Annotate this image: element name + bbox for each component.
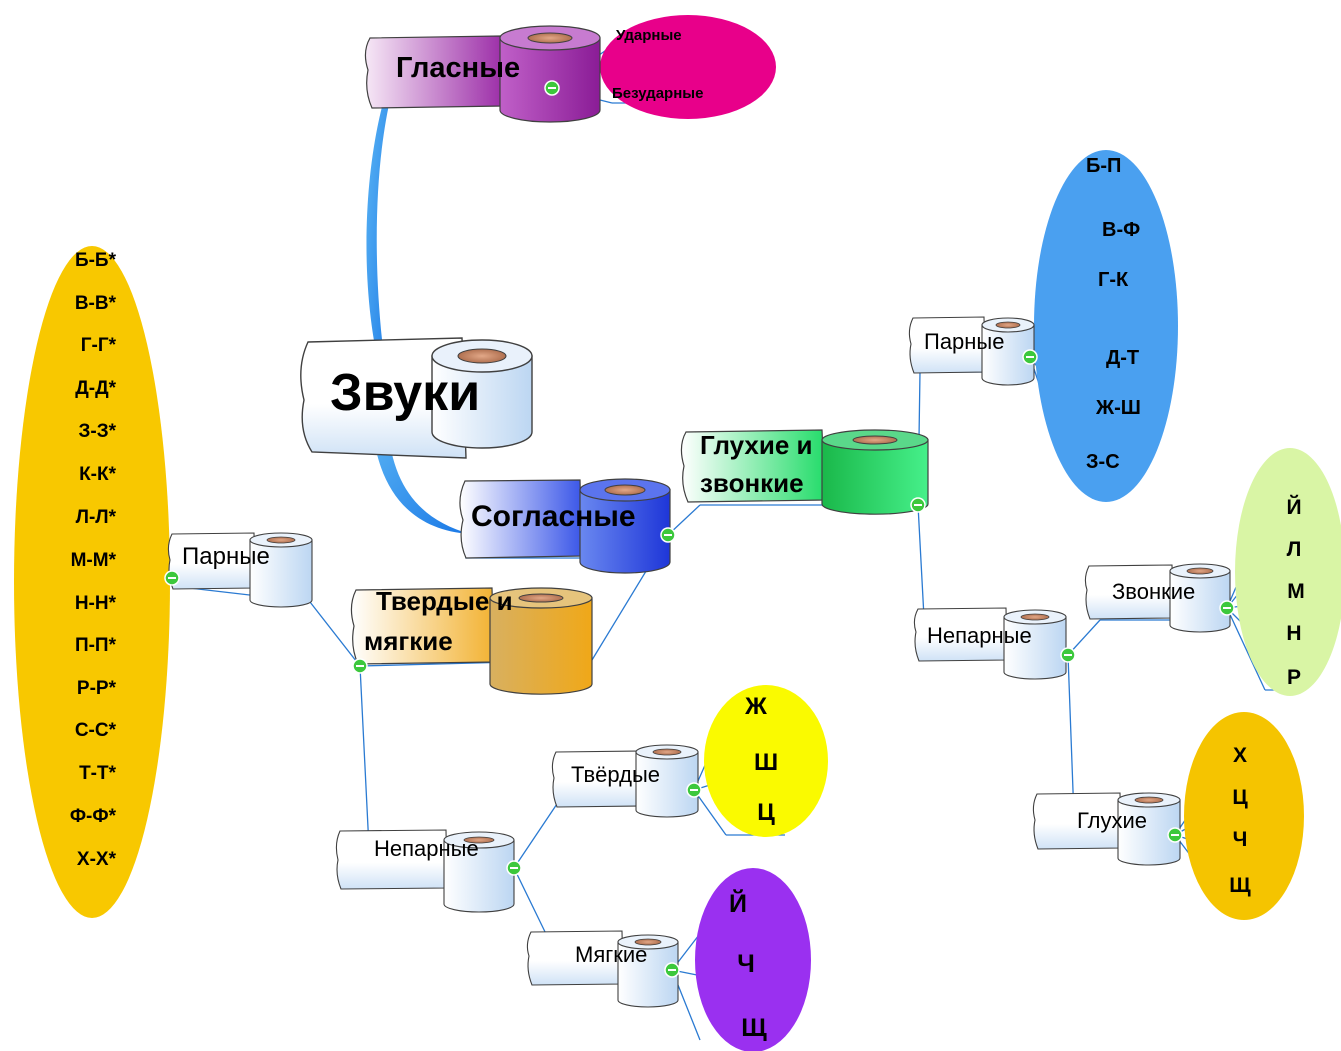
sonorous-collapse-toggle[interactable] [1219, 600, 1235, 616]
hpaired-leaf-11: С-С* [75, 720, 117, 741]
hpaired-collapse-toggle[interactable] [164, 570, 180, 586]
hpaired-leaf-4: З-З* [78, 421, 116, 442]
hpaired-leaf-0: Б-Б* [75, 250, 117, 271]
soft-leaf-2: Щ [741, 1014, 767, 1042]
vpaired-node: Парные [908, 316, 1035, 386]
hardsoft-node: Твердые и мягкие [350, 586, 593, 695]
hpaired-leaf-12: Т-Т* [79, 763, 117, 784]
hard-leaf-0: Ж [744, 693, 767, 720]
deaf-leaf-0: Х [1233, 744, 1247, 767]
vpaired-ellipse [1034, 150, 1178, 502]
hunpaired-collapse-toggle[interactable] [506, 860, 522, 876]
hpaired-leaf-6: Л-Л* [76, 507, 117, 528]
hpaired-leaf-14: Х-Х* [77, 849, 117, 870]
sonorous-leaf-2: М [1287, 580, 1305, 603]
voiced-label-2: звонкие [700, 468, 804, 498]
deaf-ellipse [1184, 712, 1304, 920]
soft-leaf-0: Й [729, 888, 747, 918]
vpaired-leaf-2: Г-К [1098, 269, 1129, 291]
vowels-leaf-1: Безударные [612, 85, 703, 102]
vunpaired-collapse-toggle[interactable] [1060, 647, 1076, 663]
voiced-node: Глухие и звонкие [680, 429, 929, 515]
hpaired-leaf-5: К-К* [79, 464, 117, 485]
hpaired-leaf-13: Ф-Ф* [70, 806, 117, 827]
soft-leaf-1: Ч [737, 950, 755, 978]
deaf-node: Глухие [1032, 792, 1181, 866]
hpaired-leaf-9: П-П* [75, 635, 117, 656]
hpaired-leaf-10: Р-Р* [77, 678, 117, 699]
voiced-label-1: Глухие и [700, 430, 813, 460]
vpaired-leaf-1: В-Ф [1102, 219, 1140, 241]
root-node: Звуки [300, 337, 533, 459]
hpaired-label: Парные [182, 543, 270, 570]
consonants-node: Согласные [459, 478, 671, 574]
vpaired-leaf-5: З-С [1086, 451, 1120, 473]
deaf-collapse-toggle[interactable] [1167, 827, 1183, 843]
hard-collapse-toggle[interactable] [686, 782, 702, 798]
voiced-collapse-toggle[interactable] [910, 497, 926, 513]
hpaired-node: Парные [167, 532, 313, 608]
vpaired-leaf-0: Б-П [1086, 155, 1121, 177]
deaf-leaf-3: Щ [1229, 874, 1251, 897]
hard-node: Твёрдые [551, 744, 699, 818]
root-label: Звуки [330, 364, 480, 422]
vowels-label: Гласные [396, 52, 520, 84]
hard-leaf-2: Ц [757, 799, 775, 826]
hpaired-leaf-7: М-М* [71, 550, 117, 571]
deaf-label: Глухие [1077, 808, 1147, 833]
soft-node: Мягкие [526, 930, 679, 1008]
soft-ellipse [695, 868, 811, 1051]
sonorous-ellipse [1235, 448, 1341, 696]
vowels-node: Гласные [364, 25, 601, 123]
soft-collapse-toggle[interactable] [664, 962, 680, 978]
hardsoft-label-1: Твердые и [376, 586, 513, 616]
hardsoft-collapse-toggle[interactable] [352, 658, 368, 674]
hunpaired-label: Непарные [374, 836, 479, 861]
hunpaired-node: Непарные [335, 829, 515, 913]
ribbon-root-vowels [366, 92, 392, 410]
hpaired-ellipse [14, 246, 170, 918]
hpaired-leaf-3: Д-Д* [75, 378, 116, 399]
soft-label: Мягкие [575, 942, 647, 967]
vowels-collapse-toggle[interactable] [544, 80, 560, 96]
vowels-ellipse [600, 15, 776, 119]
vunpaired-node: Непарные [913, 607, 1067, 680]
hard-label: Твёрдые [571, 762, 660, 787]
hard-leaf-1: Ш [754, 749, 778, 776]
vowels-leaf-0: Ударные [616, 27, 682, 44]
hpaired-leaf-1: В-В* [75, 293, 117, 314]
hard-ellipse [704, 685, 828, 837]
vpaired-label: Парные [924, 329, 1004, 354]
deaf-leaf-2: Ч [1233, 828, 1248, 851]
consonants-collapse-toggle[interactable] [660, 527, 676, 543]
consonants-label: Согласные [471, 500, 636, 533]
sonorous-leaf-3: Н [1286, 622, 1301, 645]
vpaired-leaf-4: Ж-Ш [1095, 397, 1141, 419]
sonorous-leaf-0: Й [1286, 495, 1301, 519]
sonorous-label: Звонкие [1112, 579, 1195, 604]
hardsoft-label-2: мягкие [364, 626, 453, 656]
sonorous-leaf-4: Р [1287, 666, 1301, 689]
sonorous-leaf-1: Л [1287, 538, 1302, 561]
vpaired-leaf-3: Д-Т [1106, 347, 1139, 369]
vunpaired-label: Непарные [927, 623, 1032, 648]
hpaired-leaf-2: Г-Г* [81, 335, 117, 356]
vpaired-collapse-toggle[interactable] [1022, 349, 1038, 365]
hpaired-leaf-8: Н-Н* [75, 593, 117, 614]
sonorous-node: Звонкие [1084, 563, 1231, 633]
deaf-leaf-1: Ц [1232, 786, 1248, 809]
